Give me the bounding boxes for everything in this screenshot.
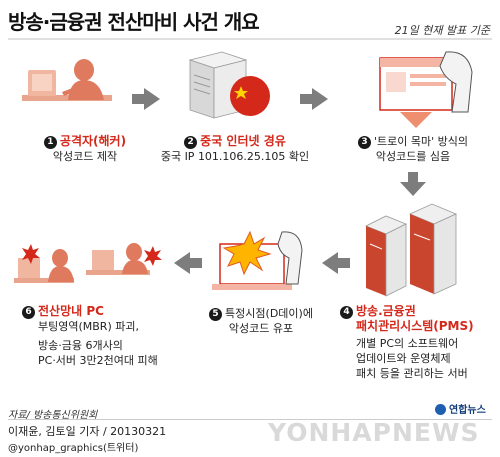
arrow-2-3-stem — [300, 94, 312, 104]
step-6-number: 6 — [22, 306, 35, 319]
hacker-illustration — [22, 59, 112, 101]
yonhap-logo-icon — [435, 404, 446, 415]
yonhap-logo: 연합뉴스 — [435, 401, 486, 416]
step-6-desc-line2: 방송·금융 6개사의 — [38, 339, 123, 352]
step-5-number: 5 — [209, 308, 223, 321]
step-1-desc: 악성코드 제작 — [52, 150, 118, 163]
step-1-title: 공격자(해커) — [59, 134, 127, 148]
step-4-desc-line2: 업데이트와 운영체제 — [356, 352, 451, 365]
arrow-1-2 — [144, 88, 160, 110]
title-divider — [8, 38, 492, 40]
step-4-title-line2: 패치관리시스템(PMS) — [356, 319, 474, 333]
pms-server-illustration — [365, 203, 458, 297]
arrow-3-4-stem — [408, 172, 418, 182]
page-title: 방송·금융권 전산마비 사건 개요 — [8, 10, 260, 34]
step-2-desc: 중국 IP 101.106.25.105 확인 — [160, 150, 310, 163]
victim-pcs-illustration — [14, 243, 162, 283]
step-2-number: 2 — [184, 136, 198, 149]
date-note: 21일 현재 발표 기준 — [394, 24, 490, 37]
step-3-desc-line1: 3'트로이 목마' 방식의 — [348, 134, 478, 149]
step-4-title-line1: 방송.금융권 — [356, 304, 416, 318]
step-5-desc-line2: 악성코드 유포 — [228, 322, 294, 335]
step-4-number: 4 — [340, 306, 353, 319]
footer-divider — [8, 419, 492, 420]
arrow-5-6 — [174, 252, 190, 274]
yonhap-logo-text: 연합뉴스 — [449, 405, 486, 416]
arrow-3-4 — [400, 182, 426, 196]
step-6-title: 전산망내 PC — [38, 304, 104, 318]
arrow-1-2-stem — [132, 94, 144, 104]
step-2-title: 중국 인터넷 경유 — [200, 134, 286, 148]
arrow-5-6-stem — [190, 258, 202, 268]
step-6-desc-line3: PC·서버 3만2천여대 피해 — [38, 354, 158, 367]
twitter-handle: @yonhap_graphics(트위터) — [8, 443, 139, 454]
step-3-desc-line2: 악성코드를 심음 — [375, 150, 451, 163]
step-1-number: 1 — [43, 136, 57, 149]
arrow-4-5 — [322, 252, 338, 274]
arrow-4-5-stem — [338, 258, 350, 268]
china-server-illustration — [188, 51, 270, 119]
source-credit: 자료/ 방송통신위원회 — [8, 410, 98, 421]
step-4-desc-line1: 개별 PC의 소프트웨어 — [356, 337, 459, 350]
step-3-number: 3 — [357, 136, 371, 149]
watermark: YONHAPNEWS — [268, 418, 480, 447]
step-4-desc-line3: 패치 등을 관리하는 서버 — [356, 367, 468, 380]
arrow-2-3 — [312, 88, 328, 110]
reporter-credit: 이재윤, 김토일 기자 / 20130321 — [8, 425, 167, 438]
step-6-desc-line1: 부팅영역(MBR) 파괴, — [38, 320, 139, 333]
step-3: 3'트로이 목마' 방식의 악성코드를 심음 — [348, 134, 478, 164]
trojan-illustration — [379, 51, 473, 128]
release-illustration — [212, 230, 303, 290]
